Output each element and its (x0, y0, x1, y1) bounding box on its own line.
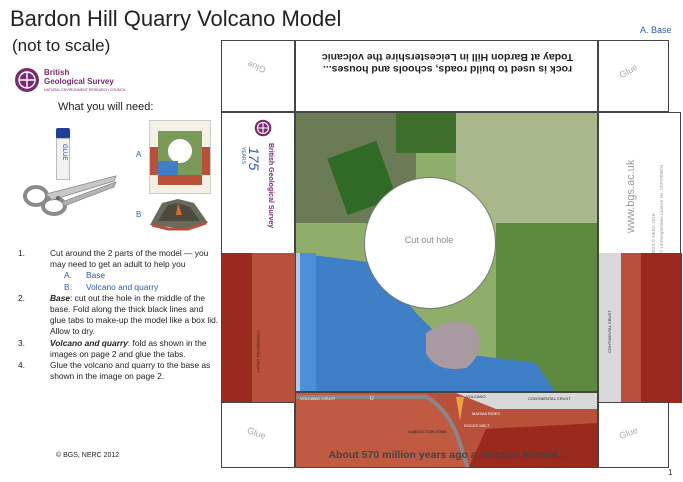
crust-label-right: CONTINENTAL CRUST (607, 310, 612, 353)
left-panel: 175 YEARS British Geological Survey (221, 112, 296, 403)
label-u: U (370, 396, 374, 402)
glue-stick-icon: GLUE (56, 128, 70, 180)
bgs-globe-small-icon (254, 119, 272, 137)
cross-section-drawing (296, 393, 597, 467)
glue-tab-bottom-left[interactable] (221, 402, 295, 468)
bgs-globe-icon (15, 68, 39, 92)
scissors-icon (23, 175, 117, 216)
right-panel: www.bgs.ac.uk BGS © NERC 2010 © UKPerspe… (598, 112, 682, 403)
step-1-sub-b: B.Volcano and quarry (64, 281, 159, 292)
cut-out-hole-label: Cut out hole (404, 235, 454, 245)
crust-label-left: CONTINENTAL CRUST (256, 330, 261, 373)
bgs-line1: British (44, 68, 70, 77)
licence-line-2: © UKPerspectives Licence No. UKP2006/01 (659, 164, 664, 253)
top-text-2: rock is used to build roads, schools and… (322, 63, 573, 75)
step-1: 1. Cut around the 2 parts of the model —… (8, 248, 220, 293)
page-number: 1 (668, 468, 673, 477)
label-continental-crust: CONTINENTAL CRUST (528, 396, 571, 401)
label-rocks-melt: ROCKS MELT (464, 423, 490, 428)
label-volcanic-crust: VOLCANIC CRUST (300, 396, 336, 401)
bottom-text: About 570 million years ago a volcano fo… (328, 449, 567, 461)
label-subduction: SUBDUCTION ZONE (408, 429, 447, 434)
step-1-sub-a: A.Base (64, 270, 106, 281)
website: www.bgs.ac.uk (625, 159, 637, 233)
page-subtitle: (not to scale) (12, 36, 111, 55)
thumbnail-base (149, 120, 211, 194)
glue-tab-bottom-right[interactable] (598, 402, 669, 468)
step-3: 3. Volcano and quarry: fold as shown in … (18, 337, 207, 359)
page-title: Bardon Hill Quarry Volcano Model (10, 6, 342, 31)
copyright: © BGS, NERC 2012 (56, 452, 120, 459)
bgs-line3: NATURAL ENVIRONMENT RESEARCH COUNCIL (44, 88, 127, 92)
part-label: A. Base (640, 25, 672, 35)
glue-tab-top-left[interactable] (221, 40, 295, 112)
licence-line-1: BGS © NERC 2010 (651, 213, 656, 253)
cut-out-hole[interactable] (364, 177, 496, 309)
top-text-1: Today at Bardon Hill in Leicestershire t… (321, 51, 574, 63)
label-magma: MAGMA RISES (472, 411, 501, 416)
bgs-line2: Geological Survey (44, 77, 114, 86)
step-4: 4. Glue the volcano and quarry to the ba… (18, 360, 211, 382)
instruction-list: 1. Cut around the 2 parts of the model —… (8, 248, 220, 382)
map-panel: Cut out hole (295, 112, 598, 392)
glue-stick-label: GLUE (61, 144, 67, 161)
bgs-side-text: British Geological Survey (267, 143, 274, 229)
thumbnail-volcano (150, 199, 208, 231)
needs-heading: What you will need: (58, 101, 154, 113)
top-flap: rock is used to build roads, schools and… (295, 40, 598, 112)
bgs-logo: British Geological Survey NATURAL ENVIRO… (14, 67, 127, 97)
tag-a: A (136, 150, 142, 159)
glue-tab-top-right[interactable] (598, 40, 669, 112)
cross-section: VOLCANIC CRUST U VOLCANO CONTINENTAL CRU… (295, 392, 598, 468)
step-2: 2. Base: cut out the hole in the middle … (18, 292, 219, 337)
tag-b: B (136, 210, 142, 219)
model-net: rock is used to build roads, schools and… (221, 40, 682, 468)
label-volcano: VOLCANO (466, 394, 486, 399)
anniversary-logo: 175 YEARS (240, 147, 262, 171)
